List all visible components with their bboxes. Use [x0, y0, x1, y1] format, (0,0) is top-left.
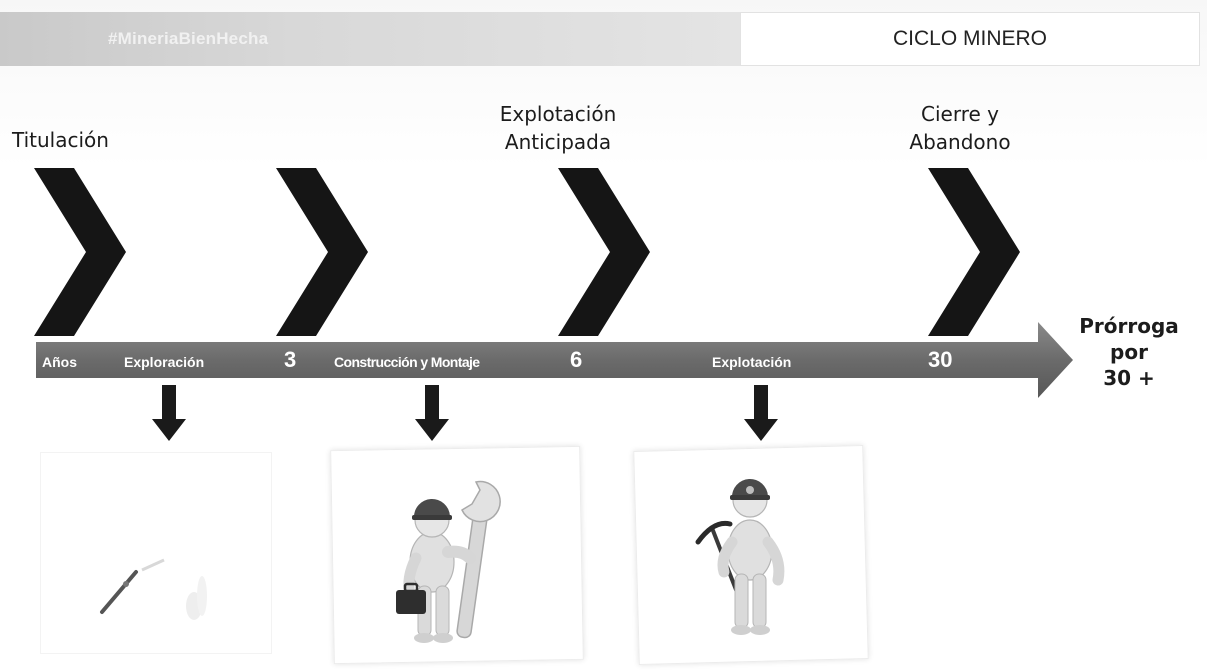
down-arrow-icon-1 — [152, 385, 186, 441]
title-box: CICLO MINERO — [740, 12, 1200, 66]
timeline-year-3: 3 — [284, 347, 297, 372]
stage-label-cierre: Cierre y Abandono — [909, 102, 1011, 154]
chevron-icon-4 — [928, 168, 1020, 336]
chevron-icon-1 — [34, 168, 126, 336]
header-band: #MineriaBienHecha CICLO MINERO — [0, 12, 1200, 66]
builder-figure-icon — [396, 480, 501, 643]
miner-figure-icon — [695, 478, 785, 635]
timeline-arrow — [36, 322, 1073, 398]
timeline-label-exploracion: Exploración — [124, 354, 205, 370]
stage-label-explotacion-anticipada: Explotación Anticipada — [499, 102, 617, 154]
chevron-icon-2 — [276, 168, 368, 336]
down-arrow-icon-2 — [415, 385, 449, 441]
explorer-figure-icon — [100, 558, 207, 620]
timeline-label-explotacion: Explotación — [712, 354, 792, 370]
prorroga-label: Prórroga por 30 + — [1079, 314, 1179, 390]
timeline-year-6: 6 — [570, 347, 583, 372]
page-title: CICLO MINERO — [892, 27, 1047, 50]
stage-label-titulacion: Titulación — [12, 128, 109, 152]
hashtag-label: #MineriaBienHecha — [108, 29, 269, 48]
down-arrow-icon-3 — [744, 385, 778, 441]
timeline-label-anos: Años — [42, 354, 77, 370]
exploration-photo-frame — [40, 452, 272, 654]
chevron-icon-3 — [558, 168, 650, 336]
header-left-band: #MineriaBienHecha — [0, 12, 740, 66]
timeline-label-construccion: Construcción y Montaje — [334, 354, 480, 370]
timeline-year-30: 30 — [928, 347, 953, 372]
